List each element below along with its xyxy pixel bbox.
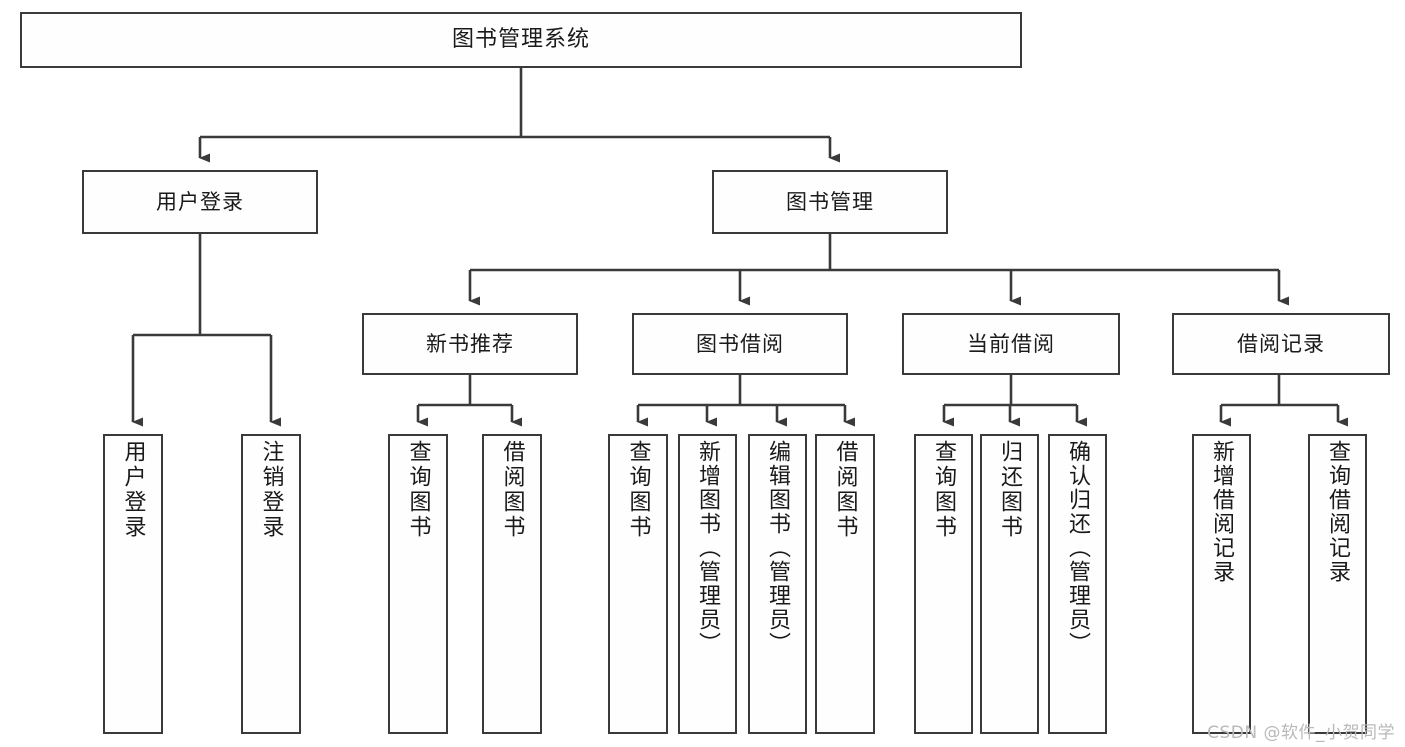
node-label: 查询图书: [625, 440, 651, 540]
node-leaf-query-record[interactable]: 查询借阅记录: [1308, 434, 1367, 734]
node-label: 借阅记录: [1237, 331, 1325, 356]
node-leaf-query-book-2[interactable]: 查询图书: [608, 434, 668, 734]
node-label: 图书借阅: [696, 331, 784, 356]
node-borrow-record[interactable]: 借阅记录: [1172, 313, 1390, 375]
node-label: 图书管理系统: [451, 27, 590, 53]
node-label: 借阅图书: [499, 440, 525, 540]
node-leaf-edit-book[interactable]: 编辑图书（管理员）: [748, 434, 807, 734]
node-leaf-add-record[interactable]: 新增借阅记录: [1192, 434, 1251, 734]
node-label: 查询图书: [931, 440, 957, 540]
node-label: 查询借阅记录: [1325, 440, 1351, 584]
node-leaf-logout-login[interactable]: 注销登录: [241, 434, 301, 734]
node-label: 新增图书（管理员）: [695, 440, 721, 656]
node-new-book-recommend[interactable]: 新书推荐: [362, 313, 578, 375]
node-leaf-query-book-3[interactable]: 查询图书: [914, 434, 973, 734]
node-book-borrow[interactable]: 图书借阅: [632, 313, 848, 375]
node-label: 用户登录: [120, 440, 146, 540]
node-leaf-confirm-return[interactable]: 确认归还（管理员）: [1048, 434, 1107, 734]
node-label: 查询图书: [405, 440, 431, 540]
node-label: 图书管理: [786, 189, 874, 214]
node-book-manage[interactable]: 图书管理: [712, 170, 948, 234]
node-label: 归还图书: [997, 440, 1023, 540]
node-leaf-user-login[interactable]: 用户登录: [103, 434, 163, 734]
node-leaf-add-book[interactable]: 新增图书（管理员）: [678, 434, 737, 734]
node-label: 编辑图书（管理员）: [765, 440, 791, 656]
node-label: 注销登录: [258, 440, 284, 540]
csdn-watermark: CSDN @软件_小贺同学: [1207, 723, 1395, 743]
node-label: 当前借阅: [967, 331, 1055, 356]
node-root-system[interactable]: 图书管理系统: [20, 12, 1022, 68]
node-label: 借阅图书: [832, 440, 858, 540]
node-leaf-borrow-book-2[interactable]: 借阅图书: [815, 434, 875, 734]
node-label: 新书推荐: [426, 331, 514, 356]
node-label: 用户登录: [156, 189, 244, 214]
node-current-borrow[interactable]: 当前借阅: [902, 313, 1120, 375]
node-label: 确认归还（管理员）: [1065, 440, 1091, 656]
node-leaf-query-book-1[interactable]: 查询图书: [388, 434, 448, 734]
node-label: 新增借阅记录: [1209, 440, 1235, 584]
node-leaf-borrow-book-1[interactable]: 借阅图书: [482, 434, 542, 734]
node-user-login[interactable]: 用户登录: [82, 170, 318, 234]
node-leaf-return-book[interactable]: 归还图书: [980, 434, 1039, 734]
